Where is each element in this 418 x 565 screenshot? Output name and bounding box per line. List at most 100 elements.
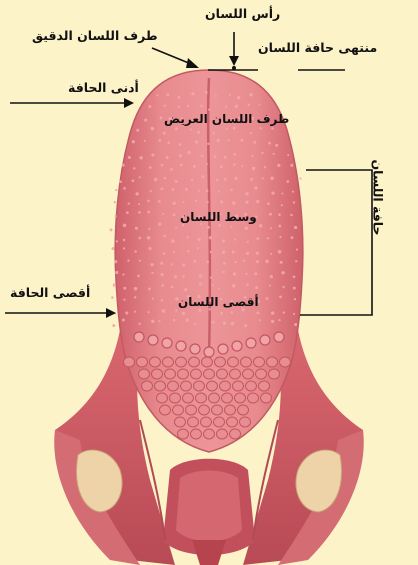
label-broad-tip: طرف اللسان العريض bbox=[164, 112, 289, 126]
papilla-dot bbox=[156, 94, 158, 96]
vallate-papilla bbox=[218, 344, 228, 354]
papilla-bump bbox=[202, 357, 213, 367]
papilla-dot bbox=[198, 238, 201, 241]
papilla-dot bbox=[119, 180, 122, 183]
papilla-bump bbox=[152, 369, 163, 379]
vallate-papilla bbox=[176, 341, 186, 351]
papilla-bump bbox=[199, 405, 210, 415]
papilla-dot bbox=[206, 163, 208, 165]
papilla-dot bbox=[232, 201, 235, 204]
papilla-dot bbox=[249, 132, 251, 134]
papilla-dot bbox=[295, 260, 297, 262]
papilla-dot bbox=[281, 271, 284, 274]
papilla-dot bbox=[220, 165, 223, 168]
papilla-dot bbox=[222, 271, 225, 274]
papilla-bump bbox=[168, 381, 179, 391]
vallate-papilla bbox=[260, 335, 270, 345]
papilla-dot bbox=[115, 271, 118, 274]
papilla-dot bbox=[271, 320, 274, 323]
papilla-dot bbox=[138, 203, 140, 205]
papilla-dot bbox=[215, 95, 217, 97]
papilla-dot bbox=[210, 251, 212, 253]
papilla-bump bbox=[191, 369, 202, 379]
papilla-bump bbox=[225, 405, 236, 415]
papilla-bump bbox=[227, 417, 238, 427]
papilla-dot bbox=[144, 119, 147, 122]
papilla-dot bbox=[235, 105, 238, 108]
label-fine-tip: طرف اللسان الدقيق bbox=[32, 28, 158, 43]
papilla-dot bbox=[246, 283, 249, 286]
papilla-dot bbox=[147, 199, 150, 202]
papilla-dot bbox=[268, 142, 271, 145]
papilla-bump bbox=[261, 393, 272, 403]
papilla-dot bbox=[187, 151, 191, 155]
papilla-dot bbox=[123, 299, 125, 301]
papilla-dot bbox=[199, 283, 202, 286]
papilla-dot bbox=[232, 250, 235, 253]
vallate-papilla bbox=[232, 341, 242, 351]
papilla-dot bbox=[225, 106, 227, 108]
papilla-dot bbox=[175, 180, 178, 183]
papilla-dot bbox=[113, 283, 116, 286]
papilla-dot bbox=[207, 201, 209, 203]
papilla-bump bbox=[246, 381, 257, 391]
papilla-dot bbox=[166, 156, 169, 159]
papilla-dot bbox=[174, 275, 177, 278]
papilla-dot bbox=[294, 226, 297, 229]
papilla-dot bbox=[280, 261, 283, 264]
papilla-dot bbox=[231, 226, 233, 228]
papilla-dot bbox=[245, 273, 247, 275]
papilla-dot bbox=[123, 287, 126, 290]
papilla-bump bbox=[217, 369, 228, 379]
vallate-papilla bbox=[204, 347, 214, 357]
papilla-dot bbox=[271, 311, 274, 314]
papilla-dot bbox=[123, 239, 125, 241]
papilla-dot bbox=[158, 139, 161, 142]
vallate-papilla bbox=[134, 332, 144, 342]
papilla-dot bbox=[123, 224, 127, 228]
papilla-dot bbox=[132, 179, 135, 182]
papilla-dot bbox=[231, 311, 234, 314]
papilla-dot bbox=[234, 239, 236, 241]
papilla-dot bbox=[269, 285, 271, 287]
papilla-dot bbox=[262, 177, 264, 179]
papilla-dot bbox=[256, 252, 259, 255]
papilla-dot bbox=[139, 260, 141, 262]
papilla-dot bbox=[286, 180, 289, 183]
papilla-dot bbox=[194, 260, 197, 263]
papilla-dot bbox=[148, 288, 151, 291]
papilla-dot bbox=[194, 323, 196, 325]
papilla-dot bbox=[195, 200, 198, 203]
papilla-dot bbox=[258, 103, 260, 105]
papilla-bump bbox=[217, 429, 228, 439]
papilla-dot bbox=[223, 262, 226, 265]
papilla-bump bbox=[137, 357, 148, 367]
papilla-dot bbox=[282, 286, 284, 288]
papilla-dot bbox=[270, 177, 273, 180]
papilla-bump bbox=[207, 381, 218, 391]
papilla-bump bbox=[139, 369, 150, 379]
papilla-bump bbox=[176, 357, 187, 367]
papilla-dot bbox=[138, 211, 141, 214]
papilla-dot bbox=[175, 127, 178, 130]
papilla-bump bbox=[235, 393, 246, 403]
papilla-bump bbox=[214, 417, 225, 427]
vallate-papilla bbox=[162, 338, 172, 348]
papilla-dot bbox=[193, 165, 196, 168]
label-farthest: أقصى اللسان bbox=[178, 295, 259, 309]
label-tip: رأس اللسان bbox=[205, 6, 280, 21]
papilla-bump bbox=[204, 369, 215, 379]
papilla-dot bbox=[164, 177, 167, 180]
papilla-dot bbox=[209, 236, 212, 239]
papilla-bump bbox=[165, 369, 176, 379]
papilla-dot bbox=[256, 260, 259, 263]
papilla-dot bbox=[277, 164, 280, 167]
papilla-dot bbox=[246, 252, 249, 255]
papilla-dot bbox=[116, 240, 118, 242]
papilla-dot bbox=[187, 105, 189, 107]
papilla-dot bbox=[170, 263, 172, 265]
papilla-dot bbox=[293, 313, 295, 315]
papilla-dot bbox=[231, 322, 235, 326]
papilla-dot bbox=[191, 92, 194, 95]
papilla-dot bbox=[245, 227, 248, 230]
